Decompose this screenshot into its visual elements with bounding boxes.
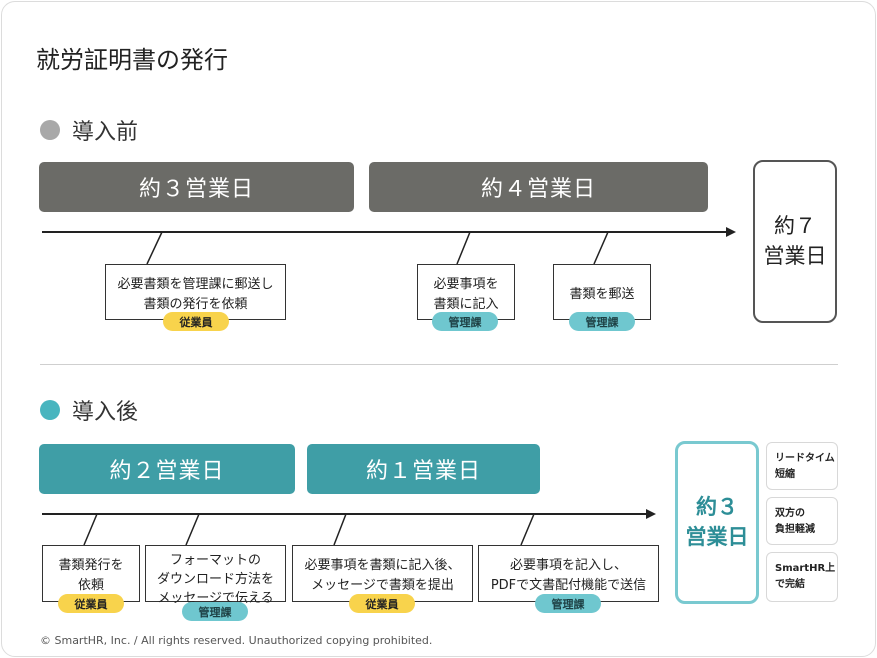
after-total-box: 約３ 営業日: [675, 441, 759, 604]
note-line: 書類を郵送: [569, 287, 635, 302]
copyright-footer: © SmartHR, Inc. / All rights reserved. U…: [40, 634, 433, 647]
note-line: 必要書類を管理課に郵送し: [117, 277, 274, 292]
note-line: フォーマットの: [169, 553, 261, 568]
after-note-2: フォーマットの ダウンロード方法を メッセージで伝える: [145, 545, 286, 606]
after-note-4: 必要事項を記入し、 PDFで文書配付機能で送信: [478, 545, 659, 602]
benefit-line: SmartHR上: [775, 563, 836, 574]
before-total-line-1: 約７: [774, 214, 816, 239]
after-heading-label: 導入後: [72, 400, 139, 425]
before-total-line-2: 営業日: [763, 243, 827, 268]
before-note-3: 書類を郵送: [553, 264, 651, 320]
before-heading: 導入前: [40, 114, 138, 146]
benefit-line: 双方の: [775, 508, 805, 519]
after-total-line-1: 約３: [696, 495, 738, 520]
tag-admin: 管理課: [569, 312, 635, 331]
before-callout-1: [146, 231, 163, 265]
gray-bullet-icon: [40, 120, 60, 140]
note-line: 必要事項を書類に記入後、: [304, 558, 461, 573]
tag-employee: 従業員: [349, 594, 415, 613]
benefit-card-2: 双方の 負担軽減: [766, 497, 838, 545]
before-heading-label: 導入前: [72, 120, 139, 145]
note-line: 必要事項を記入し、: [509, 558, 627, 573]
after-callout-1: [83, 513, 98, 546]
tag-employee: 従業員: [163, 312, 229, 331]
tag-employee: 従業員: [58, 594, 124, 613]
tag-admin: 管理課: [182, 602, 248, 621]
section-divider: [40, 364, 838, 365]
page-title: 就労証明書の発行: [36, 46, 228, 74]
before-note-2: 必要事項を 書類に記入: [417, 264, 515, 320]
before-callout-2: [456, 231, 471, 265]
note-line: メッセージで書類を提出: [311, 578, 454, 594]
before-total-box: 約７ 営業日: [753, 160, 837, 323]
note-line: 書類に記入: [433, 297, 499, 313]
note-line: PDFで文書配付機能で送信: [490, 578, 647, 594]
teal-bullet-icon: [40, 400, 60, 420]
after-bar-2: 約１営業日: [307, 444, 540, 494]
benefit-line: リードタイム: [775, 453, 835, 464]
after-arrowhead-icon: [646, 509, 656, 519]
note-line: 依頼: [77, 578, 104, 594]
after-total-line-2: 営業日: [685, 524, 749, 549]
note-line: ダウンロード方法を: [156, 571, 274, 587]
after-callout-2: [185, 513, 200, 546]
tag-admin: 管理課: [432, 312, 498, 331]
note-line: 書類の発行を依頼: [143, 297, 248, 313]
after-callout-3: [333, 513, 347, 546]
before-bar-2: 約４営業日: [369, 162, 708, 212]
after-callout-4: [520, 513, 535, 546]
benefit-line: 短縮: [775, 469, 795, 480]
benefit-card-1: リードタイム 短縮: [766, 442, 838, 490]
note-line: 必要事項を: [433, 277, 499, 292]
before-note-1: 必要書類を管理課に郵送し 書類の発行を依頼: [105, 264, 286, 320]
before-arrowhead-icon: [726, 227, 736, 237]
benefit-line: で完結: [775, 579, 805, 590]
after-heading: 導入後: [40, 394, 138, 426]
note-line: メッセージで伝える: [157, 590, 274, 606]
before-bar-1: 約３営業日: [39, 162, 354, 212]
before-callout-3: [593, 231, 609, 265]
benefit-line: 負担軽減: [775, 524, 815, 535]
after-note-1: 書類発行を 依頼: [42, 545, 140, 602]
benefit-card-3: SmartHR上 で完結: [766, 552, 838, 602]
note-line: 書類発行を: [58, 558, 124, 573]
tag-admin: 管理課: [535, 594, 601, 613]
after-bar-1: 約２営業日: [39, 444, 295, 494]
